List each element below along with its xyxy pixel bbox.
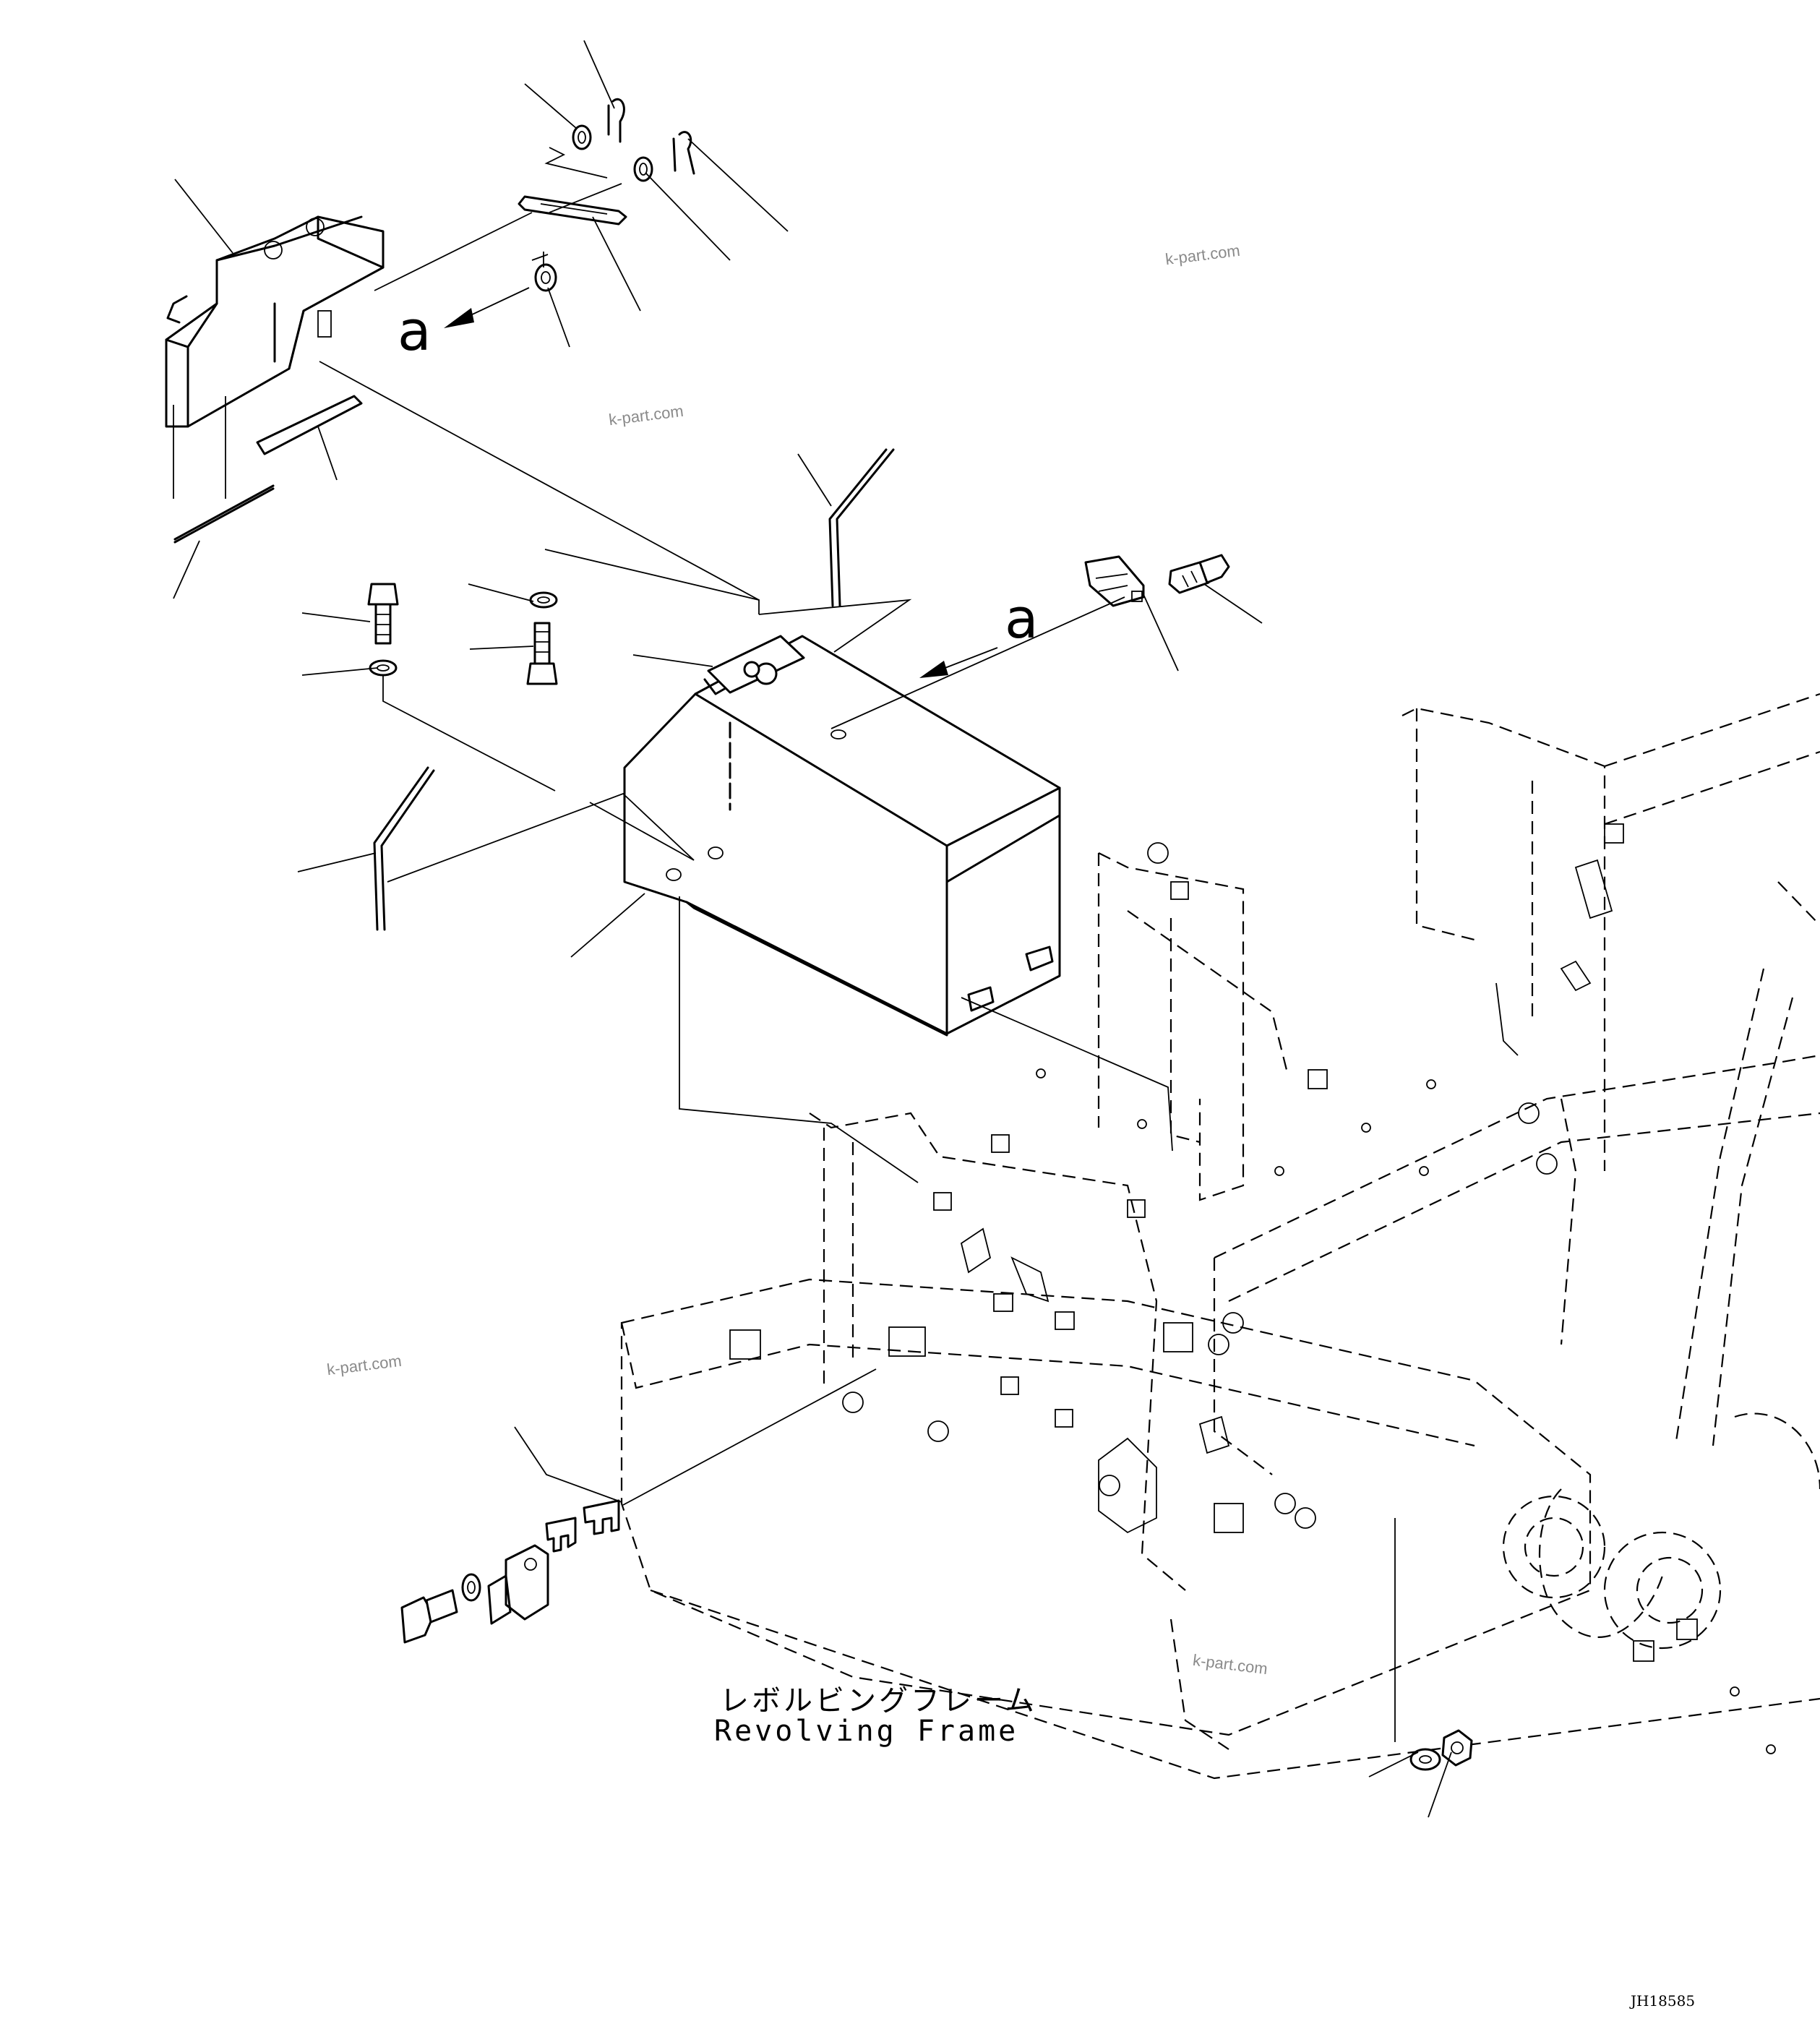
rod (173, 484, 275, 541)
hex-bolt (400, 1589, 458, 1644)
stud-bolt (1168, 554, 1230, 594)
view-a-callout: a (398, 299, 432, 363)
clip-bracket (487, 1544, 549, 1625)
frame-label-english: Revolving Frame (714, 1715, 1019, 1748)
connector-bracket (1084, 555, 1145, 607)
terminal-clamp (545, 1499, 620, 1553)
j-bolt (828, 448, 888, 607)
washer (1409, 1748, 1441, 1771)
revolving-frame (620, 692, 1820, 1780)
washer (461, 1573, 481, 1602)
frame-label-japanese: レボルビングフレーム (720, 1684, 1037, 1718)
washer (529, 591, 558, 609)
battery-box-cover (165, 215, 385, 428)
hex-bolt (526, 622, 558, 685)
slotted-strap (518, 195, 627, 226)
clip-pin (611, 98, 625, 143)
view-arrow (444, 287, 998, 678)
assembly-lines (173, 147, 1396, 1742)
cushion-bar (256, 395, 363, 455)
clip-pin (678, 131, 695, 175)
washer (534, 263, 557, 292)
hex-bolt (367, 583, 399, 645)
j-bolt (373, 766, 429, 931)
washer (572, 124, 592, 150)
hex-nut (1441, 1729, 1473, 1767)
drawing-id: JH18585 (1631, 1992, 1696, 2010)
battery-box (623, 635, 1061, 1037)
leader-lines (173, 40, 1452, 1818)
view-a-callout: a (1005, 586, 1039, 651)
